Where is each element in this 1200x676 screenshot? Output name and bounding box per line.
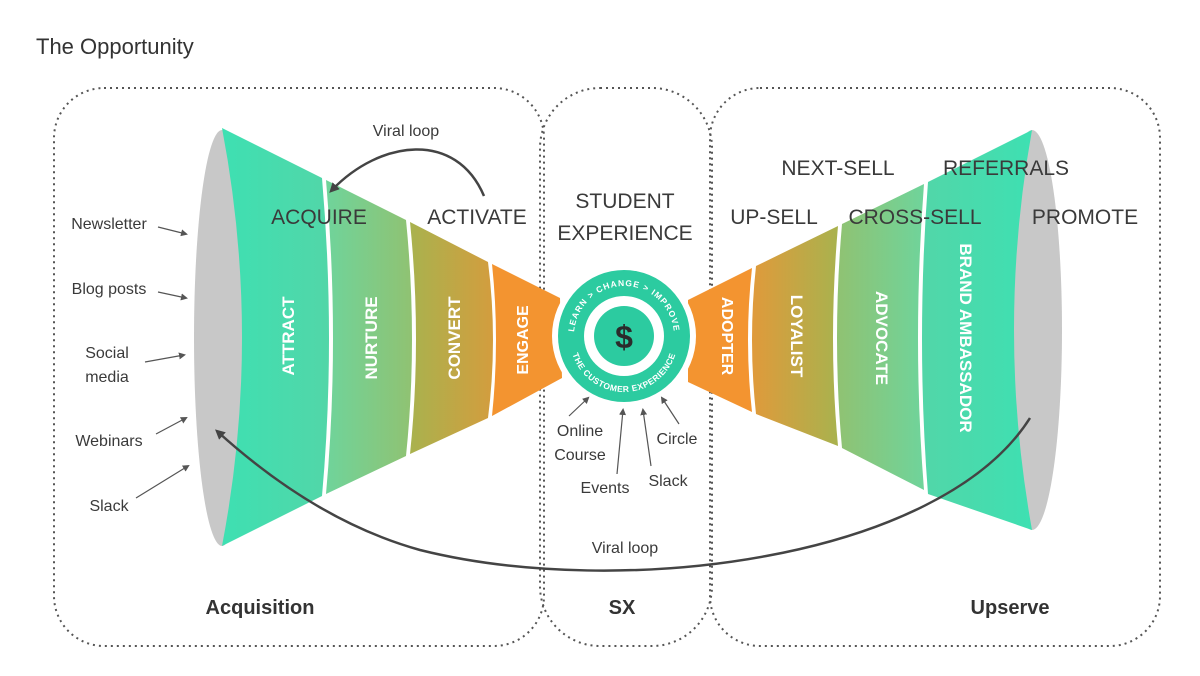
- channel-social-line2: media: [85, 369, 129, 386]
- channel-newsletter: Newsletter: [71, 216, 147, 233]
- student-experience-line1: STUDENT: [575, 190, 674, 213]
- channel-slack-arrow: [135, 464, 190, 499]
- stage-label-nurture: NURTURE: [362, 296, 381, 379]
- viral-loop-top-label: Viral loop: [373, 123, 440, 140]
- viral-loop-bottom-arrow: [215, 417, 1032, 572]
- touchpoint-slack-arrow: [640, 408, 652, 467]
- channel-webinars: Webinars: [75, 433, 142, 450]
- page-title: The Opportunity: [36, 34, 194, 59]
- stage-label-advocate: ADVOCATE: [872, 291, 891, 385]
- touchpoint-circle-arrow: [660, 396, 680, 425]
- channel-social-arrow: [144, 352, 186, 363]
- stage-label-brand-ambassador: BRAND AMBASSADOR: [956, 243, 975, 432]
- funnel-stage-brand-ambassador: [922, 130, 1032, 530]
- viral-loop-top-arrow: [329, 148, 486, 197]
- stage-label-attract: ATTRACT: [279, 296, 298, 376]
- section-label-upserve: Upserve: [971, 597, 1050, 619]
- touchpoint-online: Online: [557, 423, 603, 440]
- upserve-box: [709, 87, 1161, 647]
- heading-next-sell: NEXT-SELL: [781, 157, 894, 180]
- funnel-stage-nurture: [326, 180, 412, 494]
- channel-slack: Slack: [89, 498, 129, 515]
- heading-activate: ACTIVATE: [427, 206, 527, 229]
- heading-up-sell: UP-SELL: [730, 206, 818, 229]
- sx-box: [539, 87, 713, 647]
- heading-promote: PROMOTE: [1032, 206, 1138, 229]
- funnel-stage-engage: [492, 264, 562, 416]
- stage-label-convert: CONVERT: [445, 296, 464, 380]
- stage-label-adopter: ADOPTER: [718, 297, 735, 376]
- heading-cross-sell: CROSS-SELL: [848, 206, 981, 229]
- stage-label-loyalist: LOYALIST: [787, 295, 806, 378]
- channel-social-line1: Social: [85, 345, 129, 362]
- funnel-stage-adopter: [688, 268, 752, 412]
- channel-newsletter-arrow: [157, 226, 188, 237]
- customer-experience-ring: LEARN > CHANGE > IMPROVE THE CUSTOMER EX…: [552, 264, 696, 408]
- viral-loop-bottom-label: Viral loop: [592, 540, 659, 557]
- student-experience-line2: EXPERIENCE: [557, 222, 692, 245]
- stage-label-engage: ENGAGE: [515, 305, 532, 375]
- section-label-sx: SX: [609, 597, 636, 619]
- channel-blog-posts-arrow: [157, 291, 188, 301]
- touchpoint-events-arrow: [616, 408, 627, 475]
- channel-blog-posts: Blog posts: [72, 281, 147, 298]
- heading-referrals: REFERRALS: [943, 157, 1069, 180]
- touchpoint-course: Course: [554, 447, 606, 464]
- dollar-icon: $: [615, 319, 633, 355]
- touchpoint-slack: Slack: [648, 473, 688, 490]
- section-label-acquisition: Acquisition: [206, 597, 315, 619]
- funnel-stage-loyalist: [752, 226, 838, 446]
- funnel-stage-advocate: [837, 184, 924, 490]
- touchpoint-events: Events: [581, 480, 630, 497]
- touchpoint-circle: Circle: [657, 431, 698, 448]
- funnel-stage-attract: [222, 128, 329, 546]
- touchpoint-online-course-arrow: [568, 396, 590, 417]
- channel-webinars-arrow: [155, 417, 188, 435]
- funnel-stage-convert: [410, 222, 493, 454]
- left-funnel-mouth: [194, 130, 250, 546]
- heading-acquire: ACQUIRE: [271, 206, 367, 229]
